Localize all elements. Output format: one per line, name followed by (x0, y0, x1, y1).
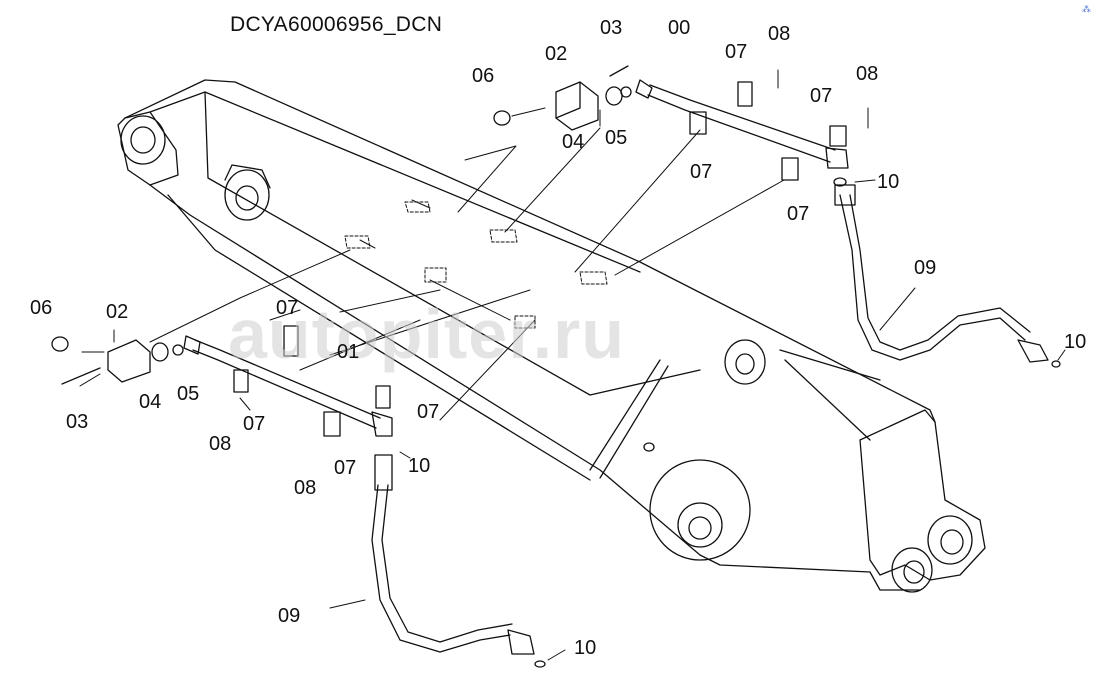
callout-05: 05 (177, 383, 200, 405)
callout-04: 04 (562, 131, 585, 153)
callout-05: 05 (605, 127, 628, 149)
drawing-id: DCYA60006956_DCN (230, 13, 443, 36)
callout-07: 07 (787, 203, 810, 225)
upper-fittings (493, 65, 632, 126)
boom-arm (117, 79, 986, 593)
hose-09-lower (371, 454, 535, 655)
callout-02: 02 (106, 301, 129, 323)
callout-09: 09 (278, 605, 301, 627)
callout-10: 10 (574, 637, 597, 659)
callout-06: 06 (30, 297, 53, 319)
callout-00: 00 (668, 17, 691, 39)
callout-10: 10 (408, 455, 431, 477)
callout-07: 07 (243, 413, 266, 435)
callout-07: 07 (810, 85, 833, 107)
leader-lines (79, 69, 1066, 661)
clamp-07-set (233, 81, 847, 437)
callout-08: 08 (294, 477, 317, 499)
callout-10: 10 (877, 171, 900, 193)
callout-06: 06 (472, 65, 495, 87)
callout-08: 08 (209, 433, 232, 455)
callout-08: 08 (768, 23, 791, 45)
lower-fittings (51, 336, 184, 385)
watermark-text: autopiter.ru (228, 295, 626, 373)
callout-04: 04 (139, 391, 162, 413)
callout-07: 07 (417, 401, 440, 423)
callout-07: 07 (276, 297, 299, 319)
callout-02: 02 (545, 43, 568, 65)
callout-10: 10 (1064, 331, 1087, 353)
upper-block-02 (555, 81, 599, 131)
callout-07: 07 (725, 41, 748, 63)
o-rings (534, 177, 1061, 668)
callout-03: 03 (600, 17, 623, 39)
pipe-01 (183, 335, 393, 437)
lower-block-02 (107, 339, 151, 383)
locator-blocks (344, 201, 608, 329)
callout-07: 07 (690, 161, 713, 183)
hose-09-upper (834, 184, 1049, 363)
callout-01: 01 (337, 341, 360, 363)
callout-08: 08 (856, 63, 879, 85)
callout-09: 09 (914, 257, 937, 279)
pipe-00 (635, 79, 849, 169)
callout-07: 07 (334, 457, 357, 479)
corner-mark: ⁂ (1082, 4, 1091, 14)
callout-03: 03 (66, 411, 89, 433)
